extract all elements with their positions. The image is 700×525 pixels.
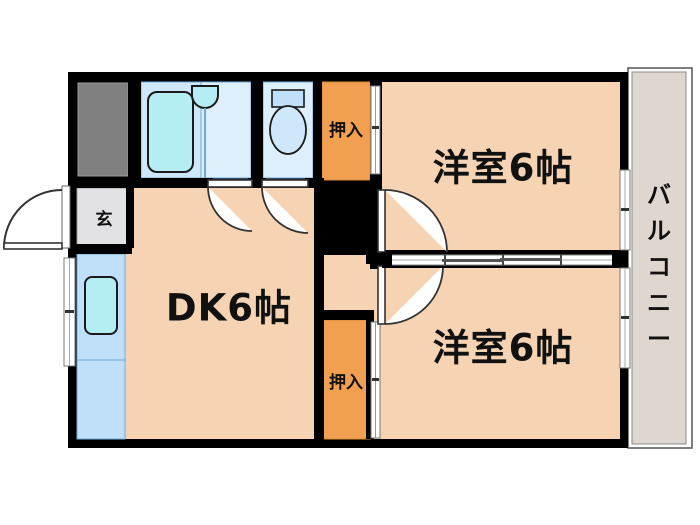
toilet-tank — [271, 89, 305, 108]
sink-basin — [84, 276, 118, 335]
entrance-floor — [76, 187, 133, 249]
bedroom-top-door[interactable] — [377, 189, 448, 253]
kitchen-sliding-window[interactable] — [63, 257, 76, 367]
bedroom-top-label: 洋室6帖 — [433, 147, 574, 190]
kitchen-sink — [76, 253, 126, 440]
entrance-door-leaf — [3, 242, 63, 250]
closet-bottom[interactable]: 押入 — [321, 319, 371, 440]
balcony-sliding-window-bottom[interactable] — [619, 267, 631, 369]
meter-box — [77, 82, 129, 177]
balcony-label-char-0: バ — [647, 181, 671, 209]
balcony-label-char-3: ニ — [647, 289, 671, 317]
bedroom-partition-sliding-door[interactable] — [382, 252, 628, 268]
balcony-area: バ ル コ ニ ー — [627, 67, 693, 449]
bath-door-leaf — [207, 179, 253, 188]
bedroom-bottom-door-leaf — [377, 265, 386, 325]
bedroom-bottom-door[interactable] — [377, 265, 444, 325]
closet-bottom-sliding-door[interactable] — [370, 321, 381, 439]
bedroom-bottom-label: 洋室6帖 — [433, 327, 574, 370]
entrance-label: 玄 — [96, 209, 113, 230]
toilet-door[interactable] — [261, 179, 309, 234]
balcony-label-char-2: コ — [647, 253, 671, 281]
bathroom-area — [140, 81, 252, 179]
balcony-label-char-4: ー — [647, 325, 671, 353]
closet-bottom-label: 押入 — [329, 372, 363, 393]
toilet-door-leaf — [261, 179, 309, 188]
bathtub — [147, 91, 194, 173]
balcony-sliding-window-top[interactable] — [619, 169, 631, 251]
closet-top-label: 押入 — [329, 120, 363, 141]
toilet-room — [262, 81, 314, 179]
washbasin — [191, 85, 219, 109]
closet-top[interactable]: 押入 — [321, 81, 371, 181]
balcony-floor — [631, 71, 687, 445]
toilet-bowl — [269, 105, 307, 155]
balcony-label-char-1: ル — [647, 217, 671, 245]
entrance-door[interactable] — [3, 185, 71, 250]
bedroom-top-door-leaf — [377, 189, 386, 253]
closet-top-sliding-door[interactable] — [370, 85, 381, 175]
dk-label: DK6帖 — [166, 287, 292, 330]
bath-door[interactable] — [207, 179, 253, 232]
interior-walls — [68, 72, 382, 448]
closet-bottom-fill — [321, 319, 371, 440]
